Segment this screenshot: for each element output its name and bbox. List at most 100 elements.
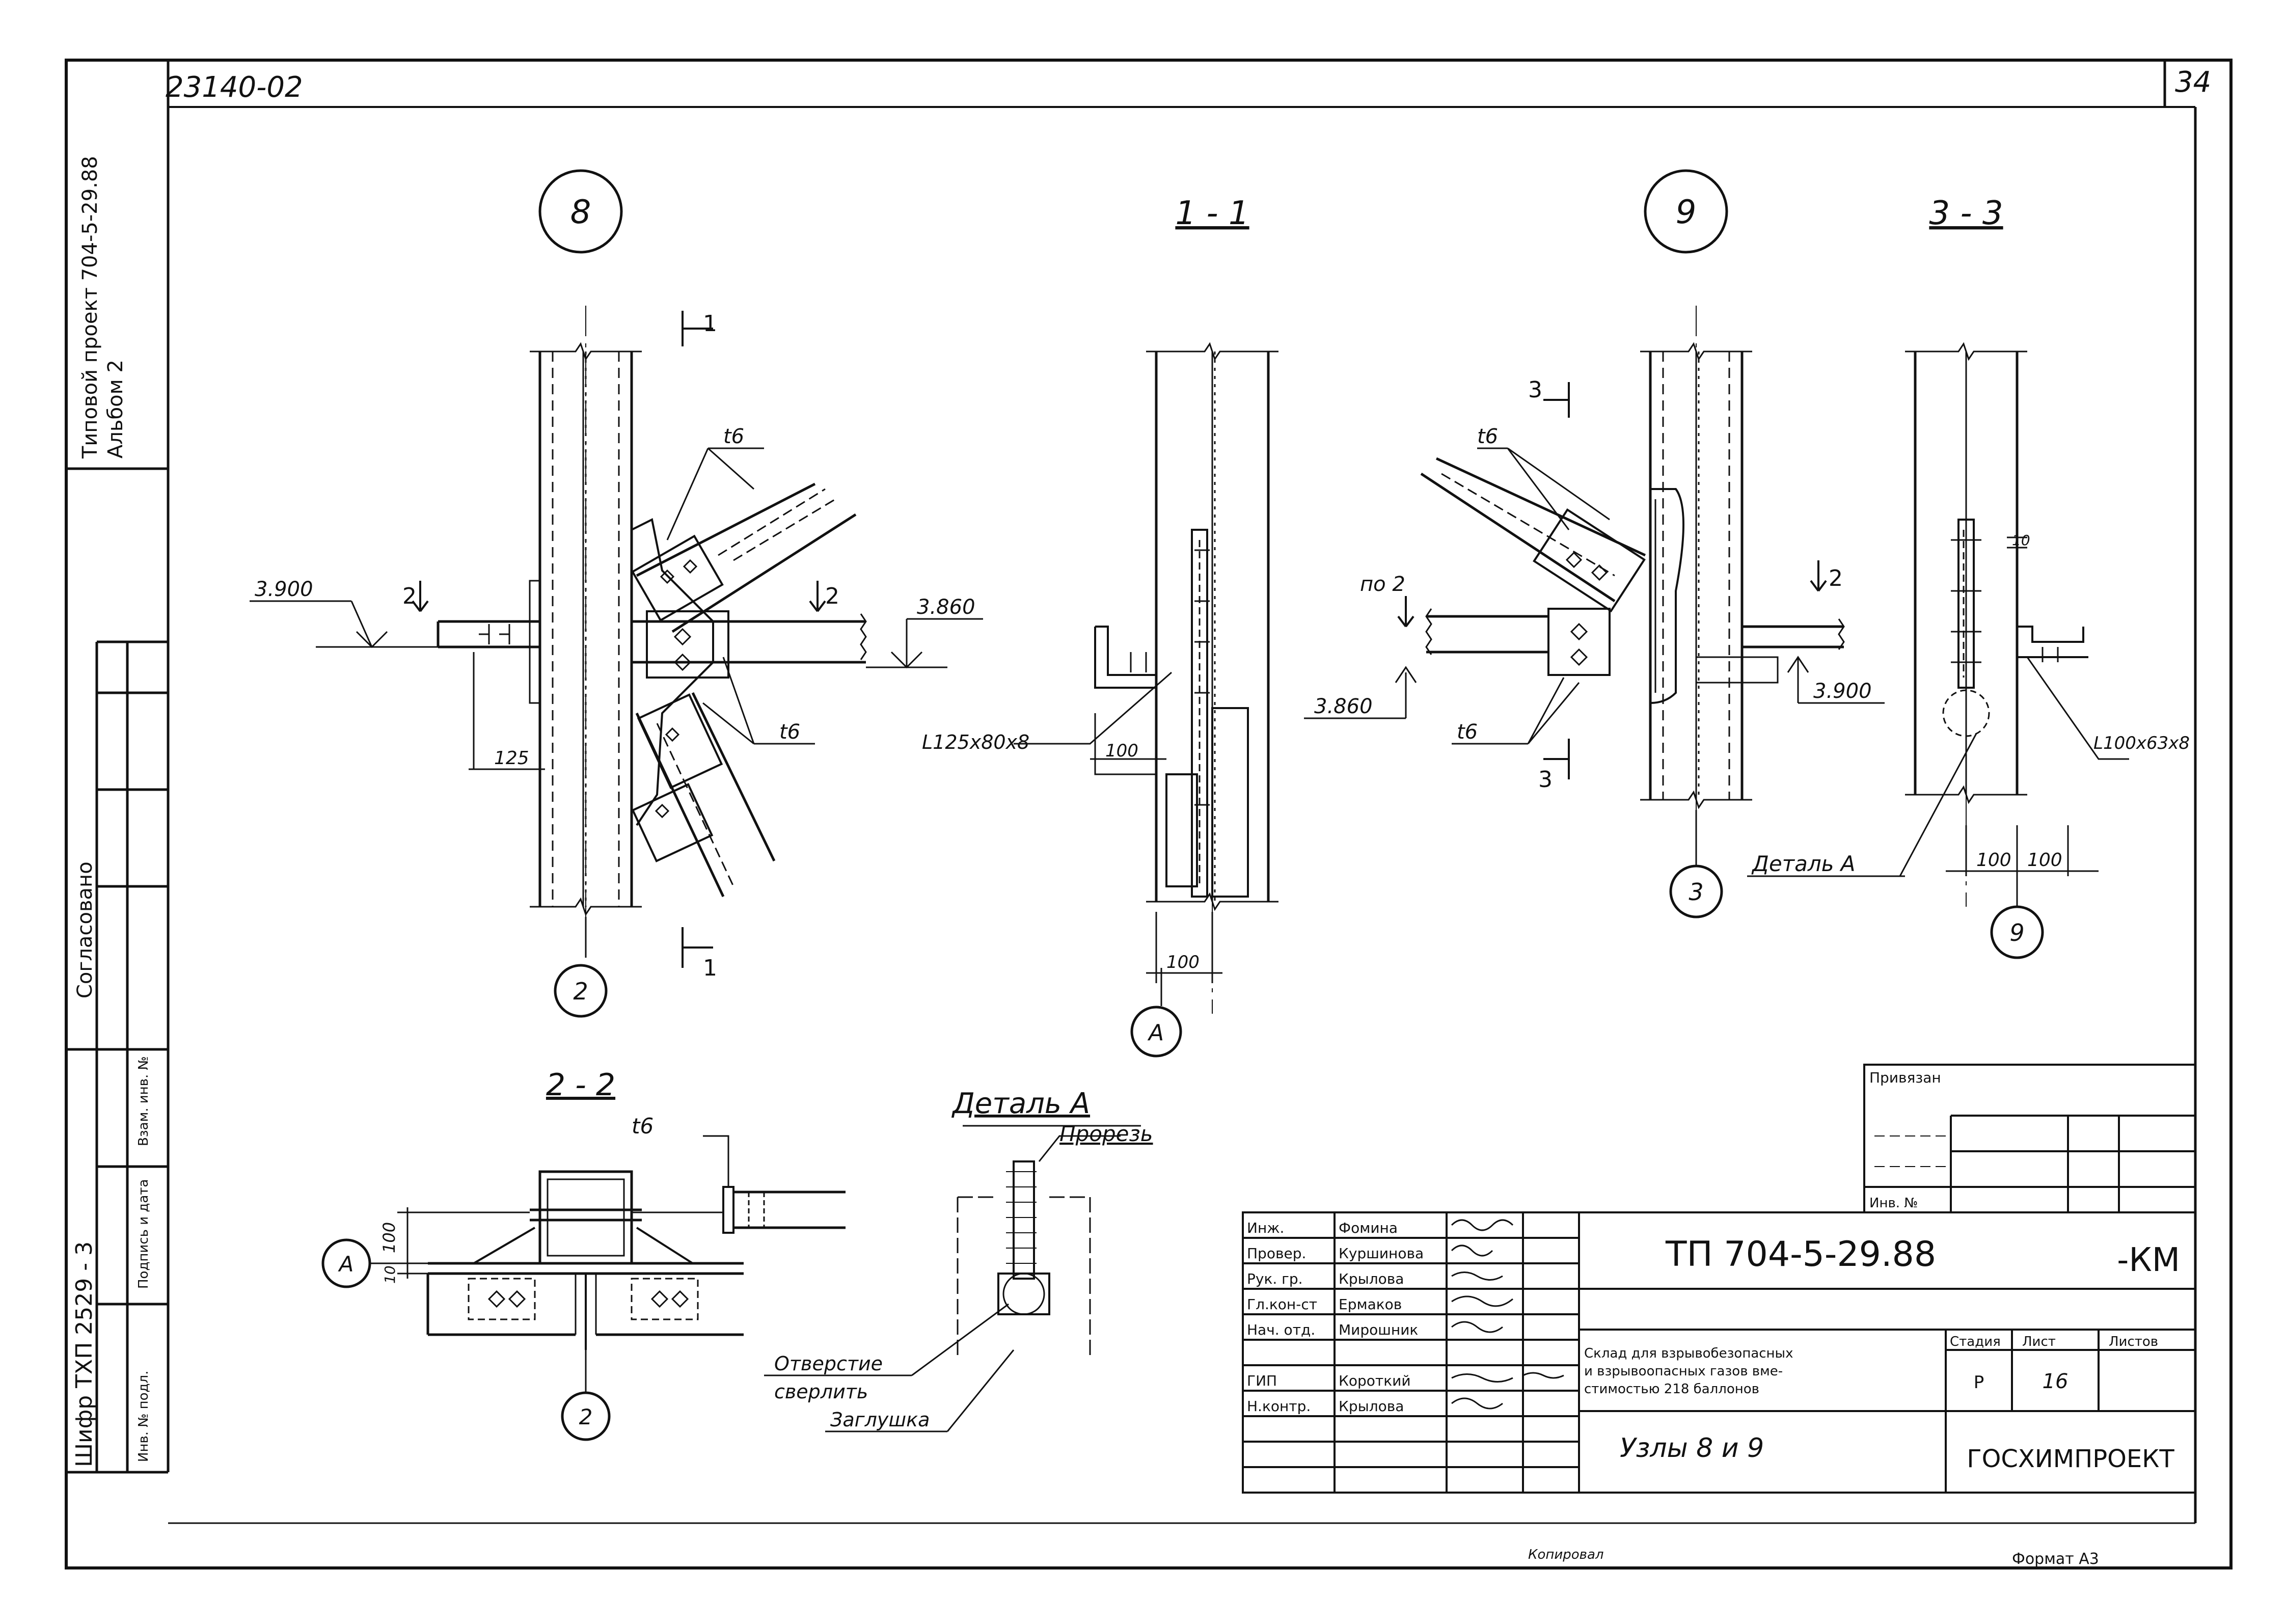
s22-dim-10: 10 bbox=[382, 1265, 398, 1284]
tb-role-4: Гл.кон-ст bbox=[1247, 1296, 1317, 1313]
dim-125: 125 bbox=[494, 748, 529, 769]
tb-sheet-value: 16 bbox=[2043, 1370, 2069, 1393]
callout-8-circle bbox=[538, 169, 623, 254]
tb-sheet-title: Узлы 8 и 9 bbox=[1620, 1433, 1764, 1464]
tb-name-3: Крылова bbox=[1339, 1270, 1404, 1287]
tb-role-3: Рук. гр. bbox=[1247, 1270, 1303, 1287]
sec2-mark-left: 2 bbox=[402, 583, 417, 609]
section-2-2-view bbox=[321, 1135, 846, 1441]
node8-elev-right: 3.860 bbox=[917, 596, 975, 619]
tb-names: Фомина Куршинова Крылова Ермаков Мирошни… bbox=[1339, 1220, 1424, 1415]
tb-desc-1: Склад для взрывобезопасных bbox=[1584, 1346, 1793, 1361]
node8-elev-left: 3.900 bbox=[255, 578, 313, 601]
detail-A-view bbox=[764, 1125, 1141, 1432]
tb-project-code: ТП 704-5-29.88 bbox=[1665, 1234, 1936, 1275]
tb-mark: -КМ bbox=[2117, 1241, 2180, 1279]
tb-name-5: Мирошник bbox=[1339, 1321, 1418, 1338]
tb-role-1: Инж. bbox=[1247, 1220, 1284, 1236]
axis-3-circle bbox=[1669, 864, 1723, 918]
node9-plate-bottom: t6 bbox=[1457, 720, 1478, 744]
node-9-view bbox=[1304, 169, 1885, 918]
node9-elev-right: 3.900 bbox=[1813, 680, 1872, 703]
margin-project-title: Типовой проект 704-5-29.88 bbox=[78, 156, 102, 459]
section-2-2-title: 2 - 2 bbox=[546, 1067, 615, 1103]
tb-desc-3: стимостью 218 баллонов bbox=[1584, 1382, 1759, 1397]
callout-8: 8 bbox=[570, 194, 591, 231]
axis-A2-label: А bbox=[338, 1252, 354, 1277]
node8-plate-top: t6 bbox=[723, 425, 744, 448]
detail-A-title: Деталь А bbox=[951, 1087, 1090, 1120]
tb-org: ГОСХИМПРОЕКТ bbox=[1967, 1445, 2174, 1473]
node9-mark-2: 2 bbox=[1829, 565, 1843, 591]
s11-dim-100b: 100 bbox=[1166, 952, 1200, 972]
tb-stage-header: Стадия bbox=[1950, 1334, 2001, 1349]
margin-inv-podl: Инв. № подл. bbox=[136, 1371, 151, 1462]
section-1-1-title: 1 - 1 bbox=[1175, 195, 1249, 232]
detail-A-ref: Деталь А bbox=[1751, 851, 1856, 876]
s33-dim-100a: 100 bbox=[1976, 850, 2011, 871]
s33-dim-100b: 100 bbox=[2027, 850, 2062, 871]
detail-A-plug: Заглушка bbox=[830, 1409, 930, 1431]
node-8-view bbox=[250, 169, 983, 1018]
s11-dim-100a: 100 bbox=[1105, 741, 1138, 761]
tb-role-2: Провер. bbox=[1247, 1245, 1306, 1262]
section-1-1-view bbox=[1014, 342, 1278, 1058]
axis-A-circle bbox=[1130, 1006, 1182, 1058]
detail-A-hole-2: сверлить bbox=[774, 1381, 868, 1403]
margin-vzam: Взам. инв. № bbox=[136, 1056, 151, 1146]
tb-role-7: Н.контр. bbox=[1247, 1398, 1311, 1415]
sec3-mark-bottom: 3 bbox=[1538, 767, 1553, 793]
axis-2b-label: 2 bbox=[579, 1404, 593, 1429]
sec1-mark-bottom: 1 bbox=[703, 955, 717, 981]
s33-dim-10: 10 bbox=[2012, 532, 2030, 549]
s22-plate-label: t6 bbox=[632, 1114, 654, 1139]
tb-stage-value: Р bbox=[1974, 1372, 1984, 1393]
tb-role-6: ГИП bbox=[1247, 1372, 1277, 1389]
margin-agreed: Согласовано bbox=[73, 861, 97, 998]
tb-sheet-header: Лист bbox=[2022, 1334, 2056, 1349]
tb-role-5: Нач. отд. bbox=[1247, 1321, 1315, 1338]
axis-2-circle bbox=[554, 964, 608, 1018]
axis-A-label: А bbox=[1147, 1020, 1164, 1046]
tb-approved: Привязан bbox=[1869, 1069, 1941, 1086]
axis-3-label: 3 bbox=[1689, 878, 1703, 906]
node9-elev-left: 3.860 bbox=[1314, 695, 1373, 718]
margin-album: Альбом 2 bbox=[104, 360, 127, 458]
axis-9-label: 9 bbox=[2009, 919, 2024, 946]
tb-name-4: Ермаков bbox=[1339, 1296, 1402, 1313]
sec3-mark-top: 3 bbox=[1528, 377, 1542, 403]
sec1-mark-top: 1 bbox=[703, 311, 717, 337]
margin-sign-date: Подпись и дата bbox=[136, 1179, 151, 1289]
s22-dim-100: 100 bbox=[379, 1222, 399, 1253]
tb-inv: Инв. № bbox=[1869, 1196, 1918, 1211]
tb-sheets-header: Листов bbox=[2109, 1334, 2158, 1349]
node8-plate-bottom: t6 bbox=[779, 720, 800, 744]
title-block bbox=[1242, 1064, 2196, 1494]
callout-9-circle bbox=[1644, 169, 1728, 254]
detail-A-slot: Прорезь bbox=[1059, 1121, 1153, 1146]
doc-number: 23140-02 bbox=[166, 71, 303, 104]
copied-label: Копировал bbox=[1528, 1547, 1604, 1562]
tb-roles: Инж. Провер. Рук. гр. Гл.кон-ст Нач. отд… bbox=[1247, 1220, 1317, 1415]
section-3-3-title: 3 - 3 bbox=[1929, 195, 2003, 232]
tb-signatures bbox=[1451, 1219, 1564, 1410]
axis-2-label: 2 bbox=[573, 978, 588, 1005]
outer-frame bbox=[65, 59, 2233, 1569]
callout-9: 9 bbox=[1676, 194, 1697, 231]
format-label: Формат А3 bbox=[2012, 1550, 2099, 1568]
node9-po2: по 2 bbox=[1360, 573, 1405, 596]
page-number: 34 bbox=[2175, 66, 2211, 99]
angle-L125-label: L125x80x8 bbox=[922, 731, 1029, 753]
sec2-mark-right: 2 bbox=[825, 583, 839, 609]
node9-plate-top: t6 bbox=[1477, 425, 1498, 448]
section-3-3-view bbox=[1747, 342, 2129, 959]
angle-L100-label: L100x63x8 bbox=[2093, 733, 2190, 753]
detail-A-hole-1: Отверстие bbox=[774, 1352, 883, 1375]
tb-name-1: Фомина bbox=[1339, 1220, 1398, 1236]
tb-name-7: Крылова bbox=[1339, 1398, 1404, 1415]
tb-desc-2: и взрывоопасных газов вме- bbox=[1584, 1364, 1783, 1379]
tb-name-6: Короткий bbox=[1339, 1372, 1411, 1389]
tb-name-2: Куршинова bbox=[1339, 1245, 1424, 1262]
margin-cipher: Шифр ТХП 2529 - 3 bbox=[71, 1241, 97, 1467]
